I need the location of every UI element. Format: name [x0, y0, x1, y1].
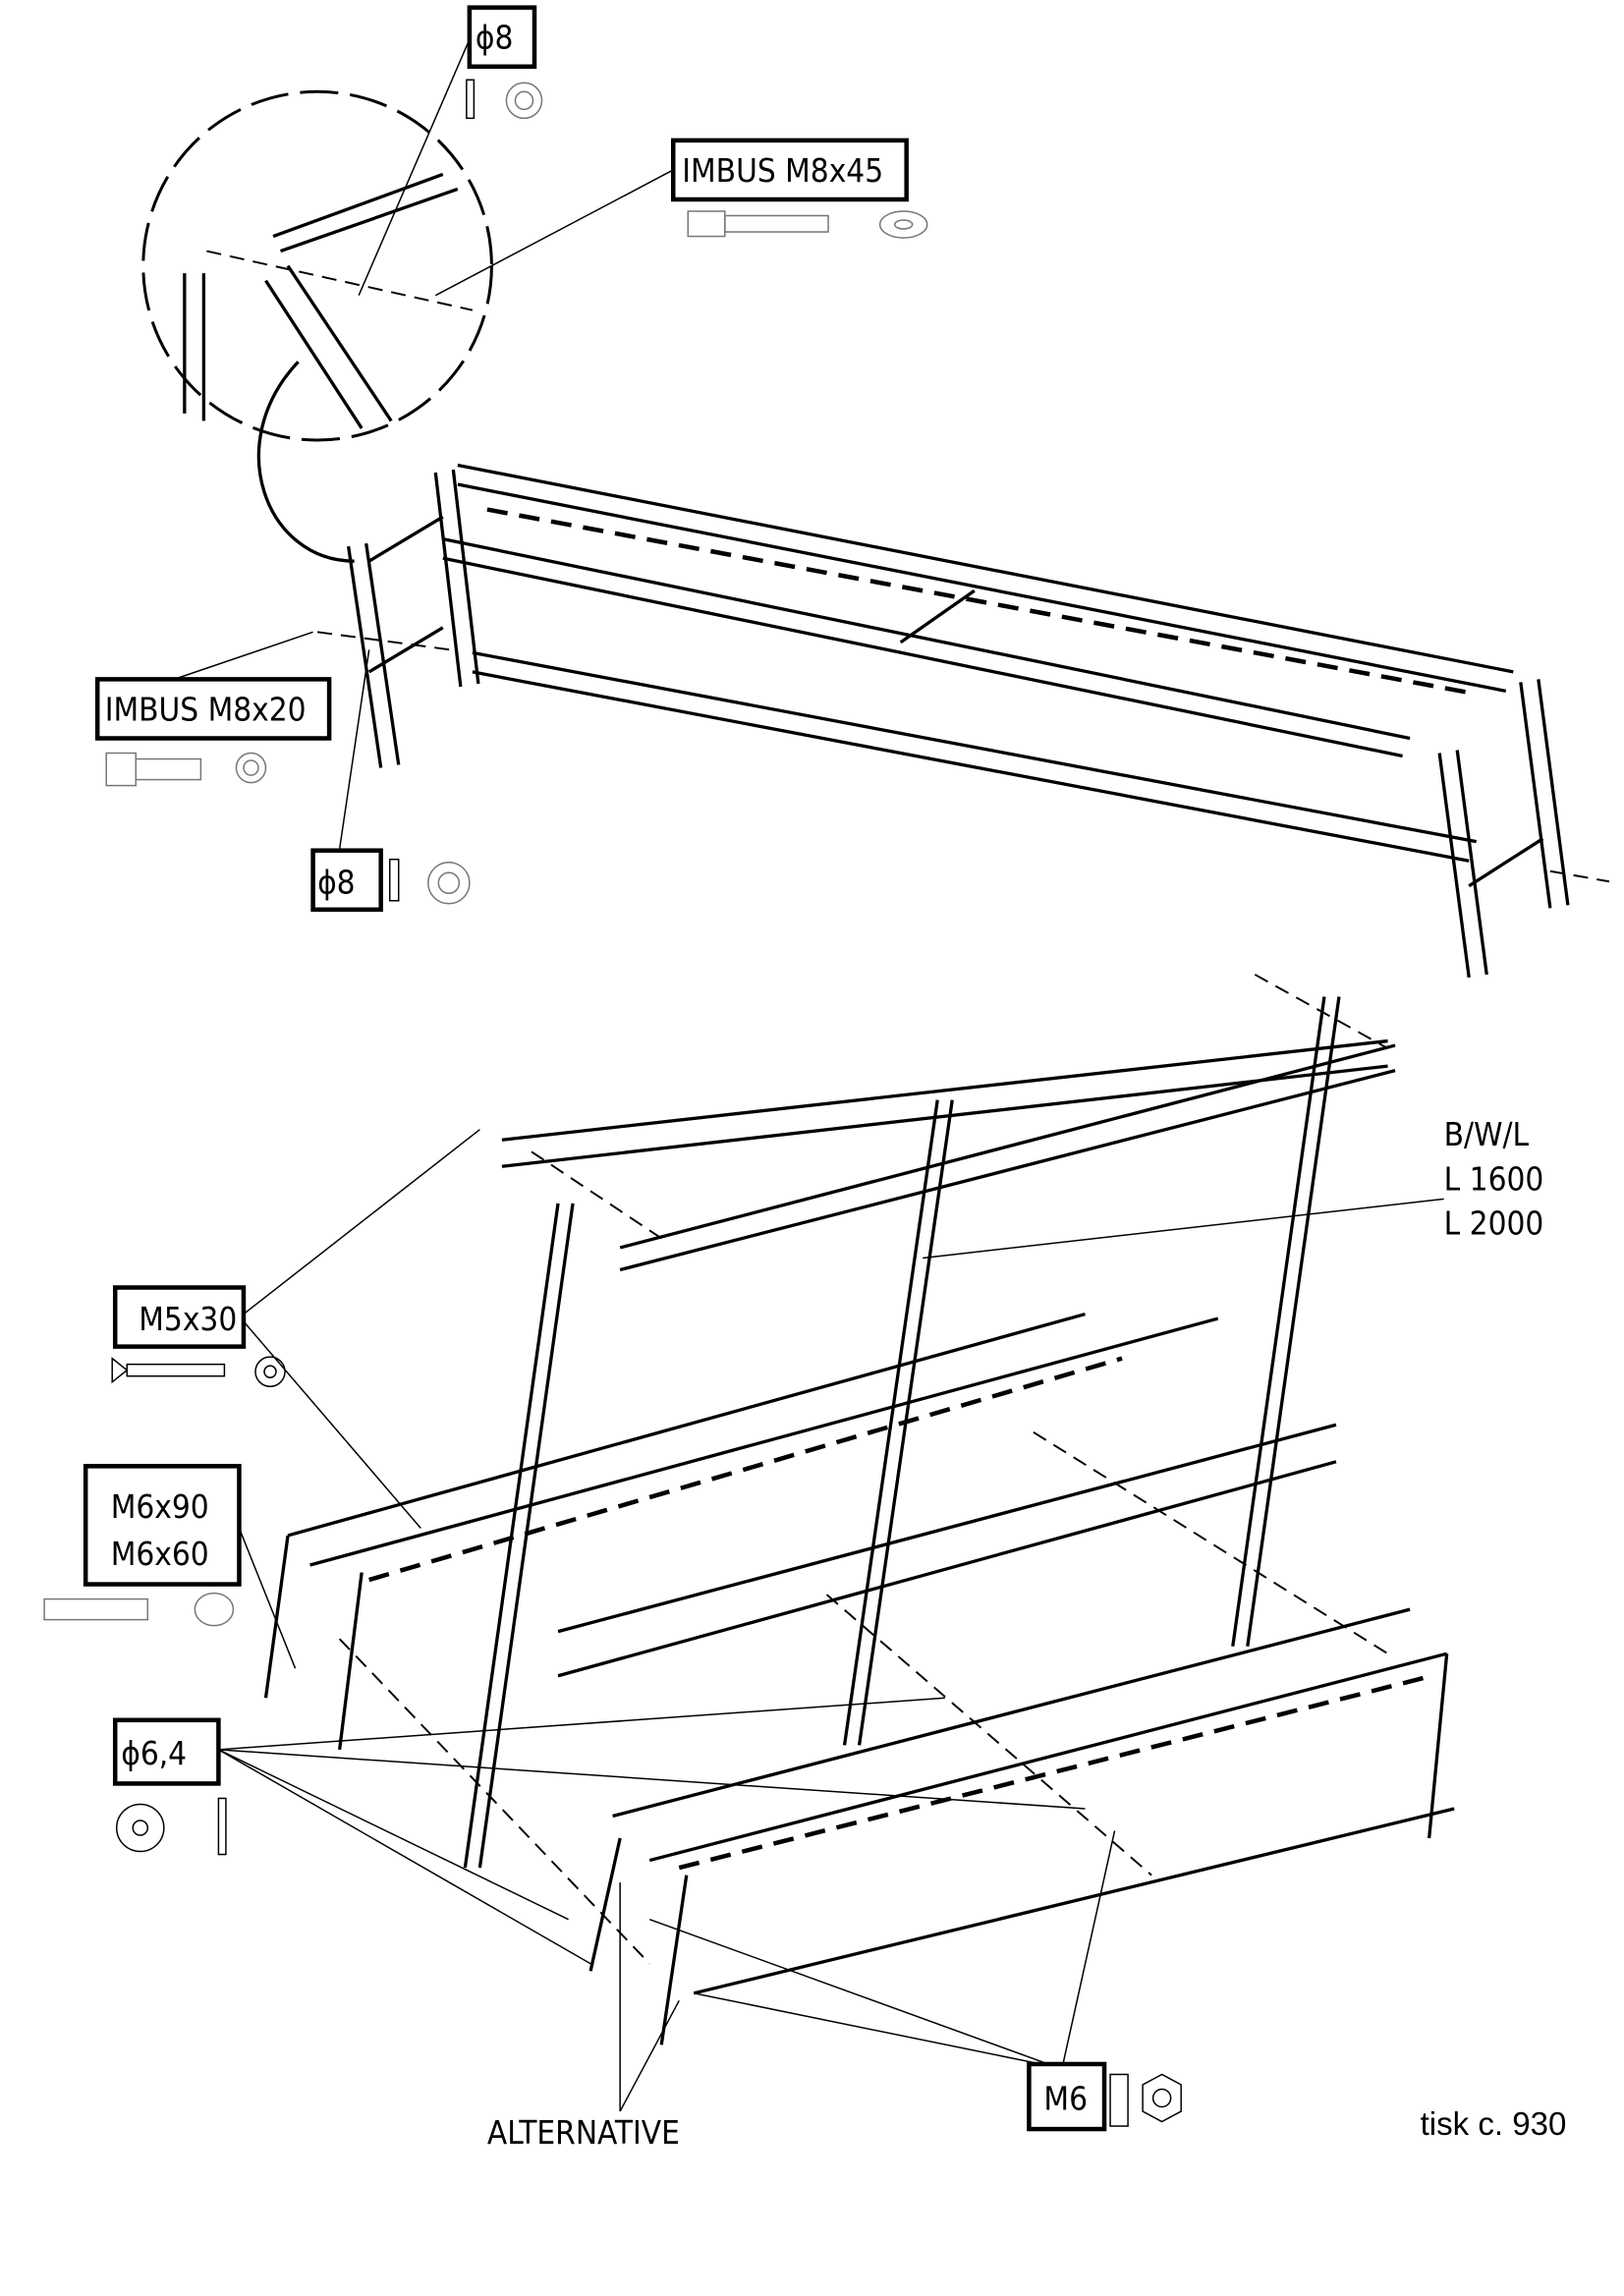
print-number: tisk c. 930: [1421, 2106, 1567, 2143]
svg-text:IMBUS M8x20: IMBUS M8x20: [105, 690, 307, 728]
label-length-variants: B/W/L L 1600 L 2000: [1444, 1115, 1544, 1242]
svg-text:L 2000: L 2000: [1444, 1204, 1544, 1242]
lock-nut-icon: [254, 1356, 286, 1387]
detail-magnifier: [141, 89, 493, 563]
label-dia6-4: ϕ6,4: [112, 1717, 221, 1786]
svg-text:B/W/L: B/W/L: [1444, 1115, 1530, 1153]
washer-icon: [505, 82, 543, 120]
label-imbus-m8x20: IMBUS M8x20: [94, 677, 332, 741]
carriage-bolt-icon: [43, 1597, 149, 1621]
spring-washer-icon: [388, 858, 400, 902]
nut-icon: [194, 1592, 235, 1627]
label-m6x90-m6x60: M6x90 M6x60: [83, 1464, 242, 1587]
washer-icon: [427, 861, 471, 905]
svg-text:M5x30: M5x30: [139, 1300, 237, 1338]
leader-lines: [174, 31, 1444, 2112]
bench-frame-with-rack: [263, 974, 1455, 2045]
svg-text:M6x60: M6x60: [111, 1535, 209, 1573]
label-m6: M6: [1027, 2061, 1107, 2132]
svg-text:ϕ6,4: ϕ6,4: [121, 1734, 187, 1772]
hex-socket-bolt-icon: [687, 210, 829, 238]
countersunk-screw-icon: [111, 1357, 226, 1384]
washer-icon: [115, 1803, 165, 1853]
svg-text:M6: M6: [1043, 2080, 1088, 2118]
hex-nut-icon: [1142, 2073, 1182, 2123]
washer-icon: [878, 210, 928, 239]
hex-socket-bolt-icon: [105, 752, 202, 787]
spring-washer-icon: [466, 79, 476, 120]
svg-text:IMBUS M8x45: IMBUS M8x45: [682, 151, 883, 190]
hex-nut-side-icon: [1109, 2073, 1129, 2127]
hardware-icons: [43, 79, 1182, 2127]
svg-text:M6x90: M6x90: [111, 1487, 209, 1526]
label-imbus-m8x45: IMBUS M8x45: [670, 138, 909, 202]
svg-text:L 1600: L 1600: [1444, 1159, 1544, 1198]
label-dia8-bottom: ϕ8: [310, 848, 383, 913]
label-dia8-top: ϕ8: [467, 5, 537, 70]
svg-text:ϕ8: ϕ8: [476, 19, 514, 57]
label-alternative: ALTERNATIVE: [487, 2113, 680, 2152]
bench-frame-top: [316, 463, 1610, 979]
label-m5x30: M5x30: [112, 1285, 247, 1349]
washer-side-icon: [217, 1797, 227, 1856]
washer-icon: [235, 752, 267, 784]
svg-text:ϕ8: ϕ8: [317, 863, 356, 901]
